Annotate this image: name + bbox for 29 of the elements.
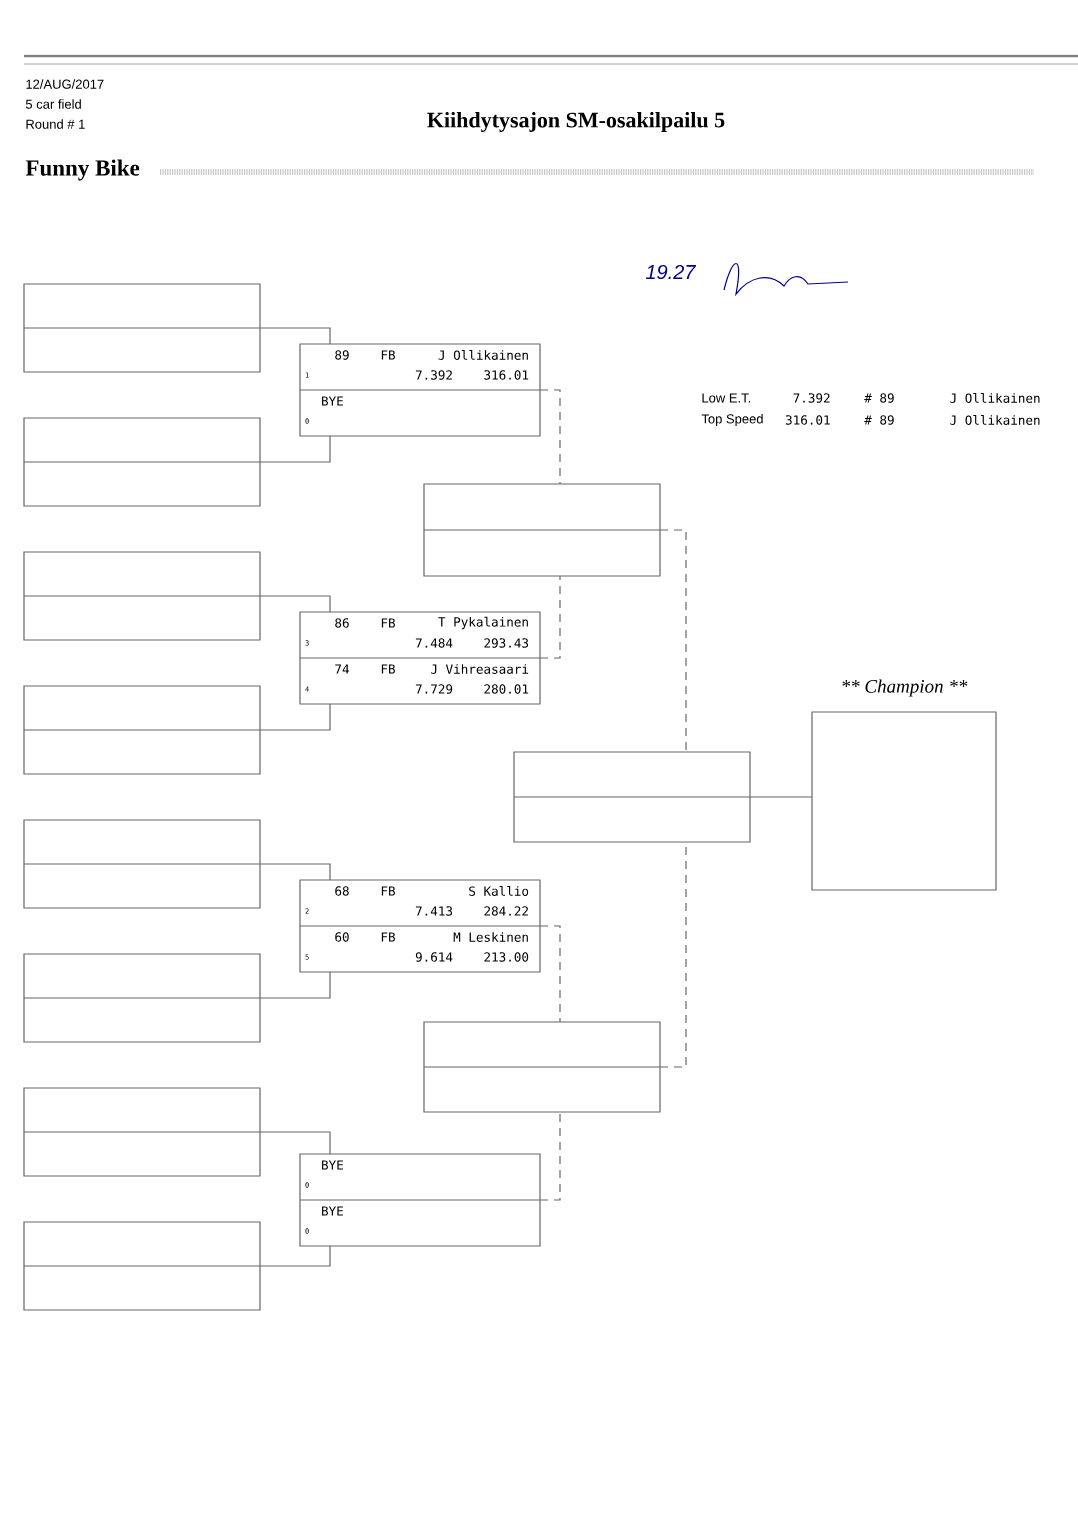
bracket-line [259, 327, 331, 345]
bracket-box [23, 283, 261, 373]
bracket-line [539, 925, 561, 1023]
bracket-box [423, 483, 661, 577]
bracket-box [423, 1021, 661, 1113]
bracket-line [259, 1131, 331, 1155]
bracket-box [23, 551, 261, 641]
champion-heading: ** Champion ** [842, 679, 968, 697]
bracket-line [749, 796, 813, 798]
bracket-line [259, 1245, 331, 1267]
bracket-box [513, 751, 751, 843]
bracket-line [259, 971, 331, 999]
bracket-box [23, 417, 261, 507]
handwritten-time: 19.27 [645, 264, 697, 280]
bracket-box [23, 1087, 261, 1177]
bracket-line [659, 529, 687, 753]
bracket-line [539, 575, 561, 659]
bracket-line [539, 389, 561, 485]
bracket-line [259, 435, 331, 463]
bracket-line [259, 703, 331, 731]
bracket-box [23, 819, 261, 909]
bracket-box [23, 1221, 261, 1311]
bracket-box [23, 685, 261, 775]
bracket-box [23, 953, 261, 1043]
bracket-line [259, 595, 331, 613]
title: Kiihdytysajon SM-osakilpailu 5 [427, 112, 725, 132]
class-heading: Funny Bike [25, 159, 140, 181]
bracket-line [539, 1111, 561, 1201]
bracket-line [259, 863, 331, 881]
